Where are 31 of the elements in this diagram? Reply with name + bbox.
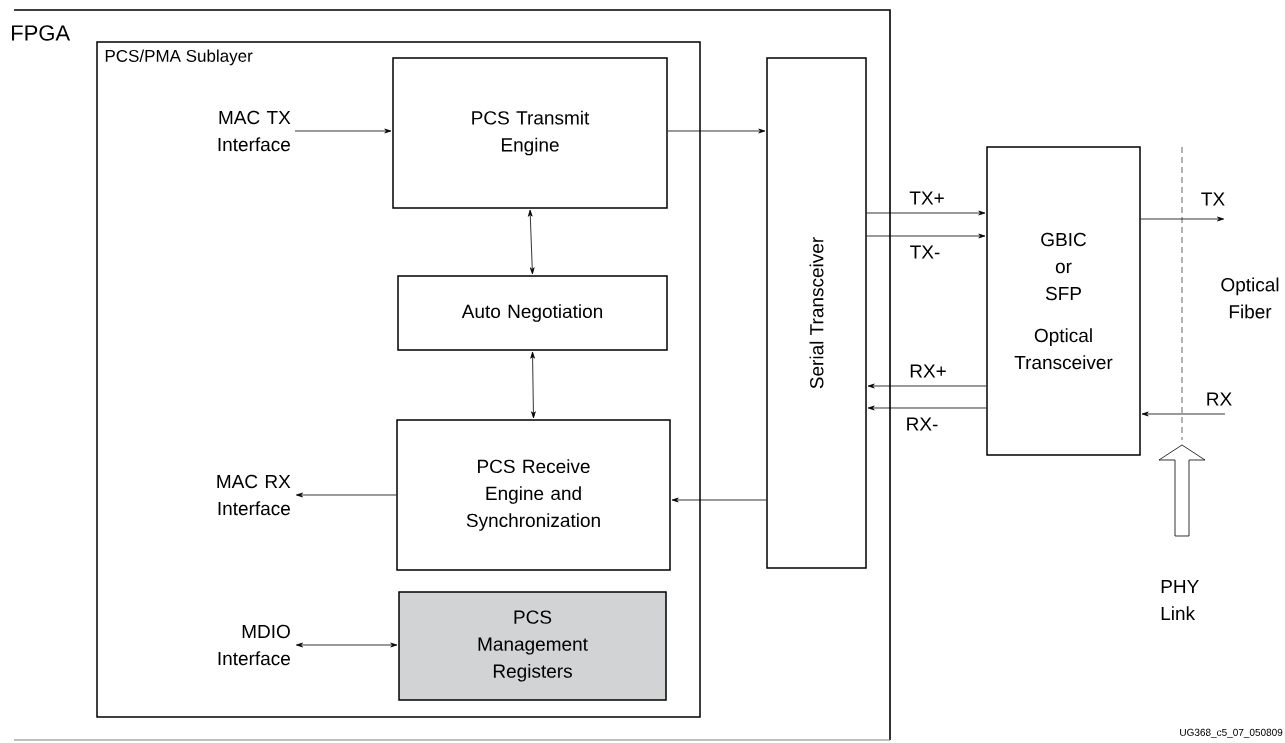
edge-label: TX-	[908, 244, 942, 260]
arrow	[296, 642, 398, 648]
arrow	[528, 209, 535, 275]
edge-label: RX+	[908, 363, 948, 379]
process-box: PCS Transmit Engine	[392, 57, 668, 209]
arrow	[866, 233, 986, 239]
arrow	[867, 405, 987, 411]
arrow	[671, 497, 767, 503]
process-box: Auto Negotiation	[397, 275, 668, 351]
interface-label: MAC TX Interface	[218, 110, 291, 152]
register-box: PCS Management Registers	[398, 591, 667, 701]
arrow	[867, 383, 987, 389]
arrow	[866, 210, 986, 216]
edge-label: RX	[1204, 391, 1234, 407]
arrow	[1140, 216, 1225, 222]
edge-label: RX-	[904, 416, 940, 432]
edge-label: TX	[1199, 191, 1227, 207]
interface-label: MDIO Interface	[218, 624, 290, 666]
arrow	[530, 351, 536, 419]
figure-id: UG368_c5_07_050809	[1180, 728, 1283, 738]
link-label: PHY Link	[1161, 579, 1199, 621]
transceiver-box: Serial Transceiver	[766, 57, 867, 569]
module-box: GBIC or SFP Optical Transceiver	[986, 146, 1141, 456]
arrow	[1141, 411, 1226, 417]
interface-label: MAC RX Interface	[217, 474, 291, 516]
edge-label: TX+	[908, 190, 946, 206]
fiber-label: Optical Fiber	[1221, 277, 1279, 319]
process-box: PCS Receive Engine and Synchronization	[396, 419, 671, 571]
arrow	[296, 492, 397, 498]
arrow	[294, 128, 392, 134]
arrow	[667, 128, 766, 134]
